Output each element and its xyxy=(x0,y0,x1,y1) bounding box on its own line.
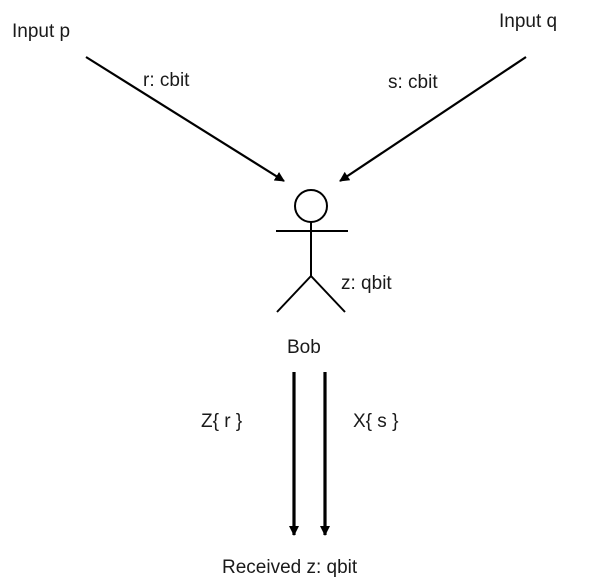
x-gate-label: X{ s } xyxy=(353,411,399,432)
arrow-input-p-to-bob xyxy=(85,56,285,182)
z-qbit-label: z: qbit xyxy=(341,273,392,294)
received-label: Received z: qbit xyxy=(222,557,358,578)
bob-label: Bob xyxy=(287,337,321,358)
bob-right-leg xyxy=(310,275,346,313)
input-q-label: Input q xyxy=(499,11,558,32)
input-p-label: Input p xyxy=(12,21,71,42)
bob-left-leg xyxy=(276,275,312,313)
bob-stick-figure xyxy=(276,189,348,313)
r-cbit-label: r: cbit xyxy=(143,70,190,91)
arrow-input-q-to-bob xyxy=(339,56,527,182)
s-cbit-label: s: cbit xyxy=(388,72,438,93)
z-gate-label: Z{ r } xyxy=(201,411,243,432)
bob-head xyxy=(294,189,328,223)
